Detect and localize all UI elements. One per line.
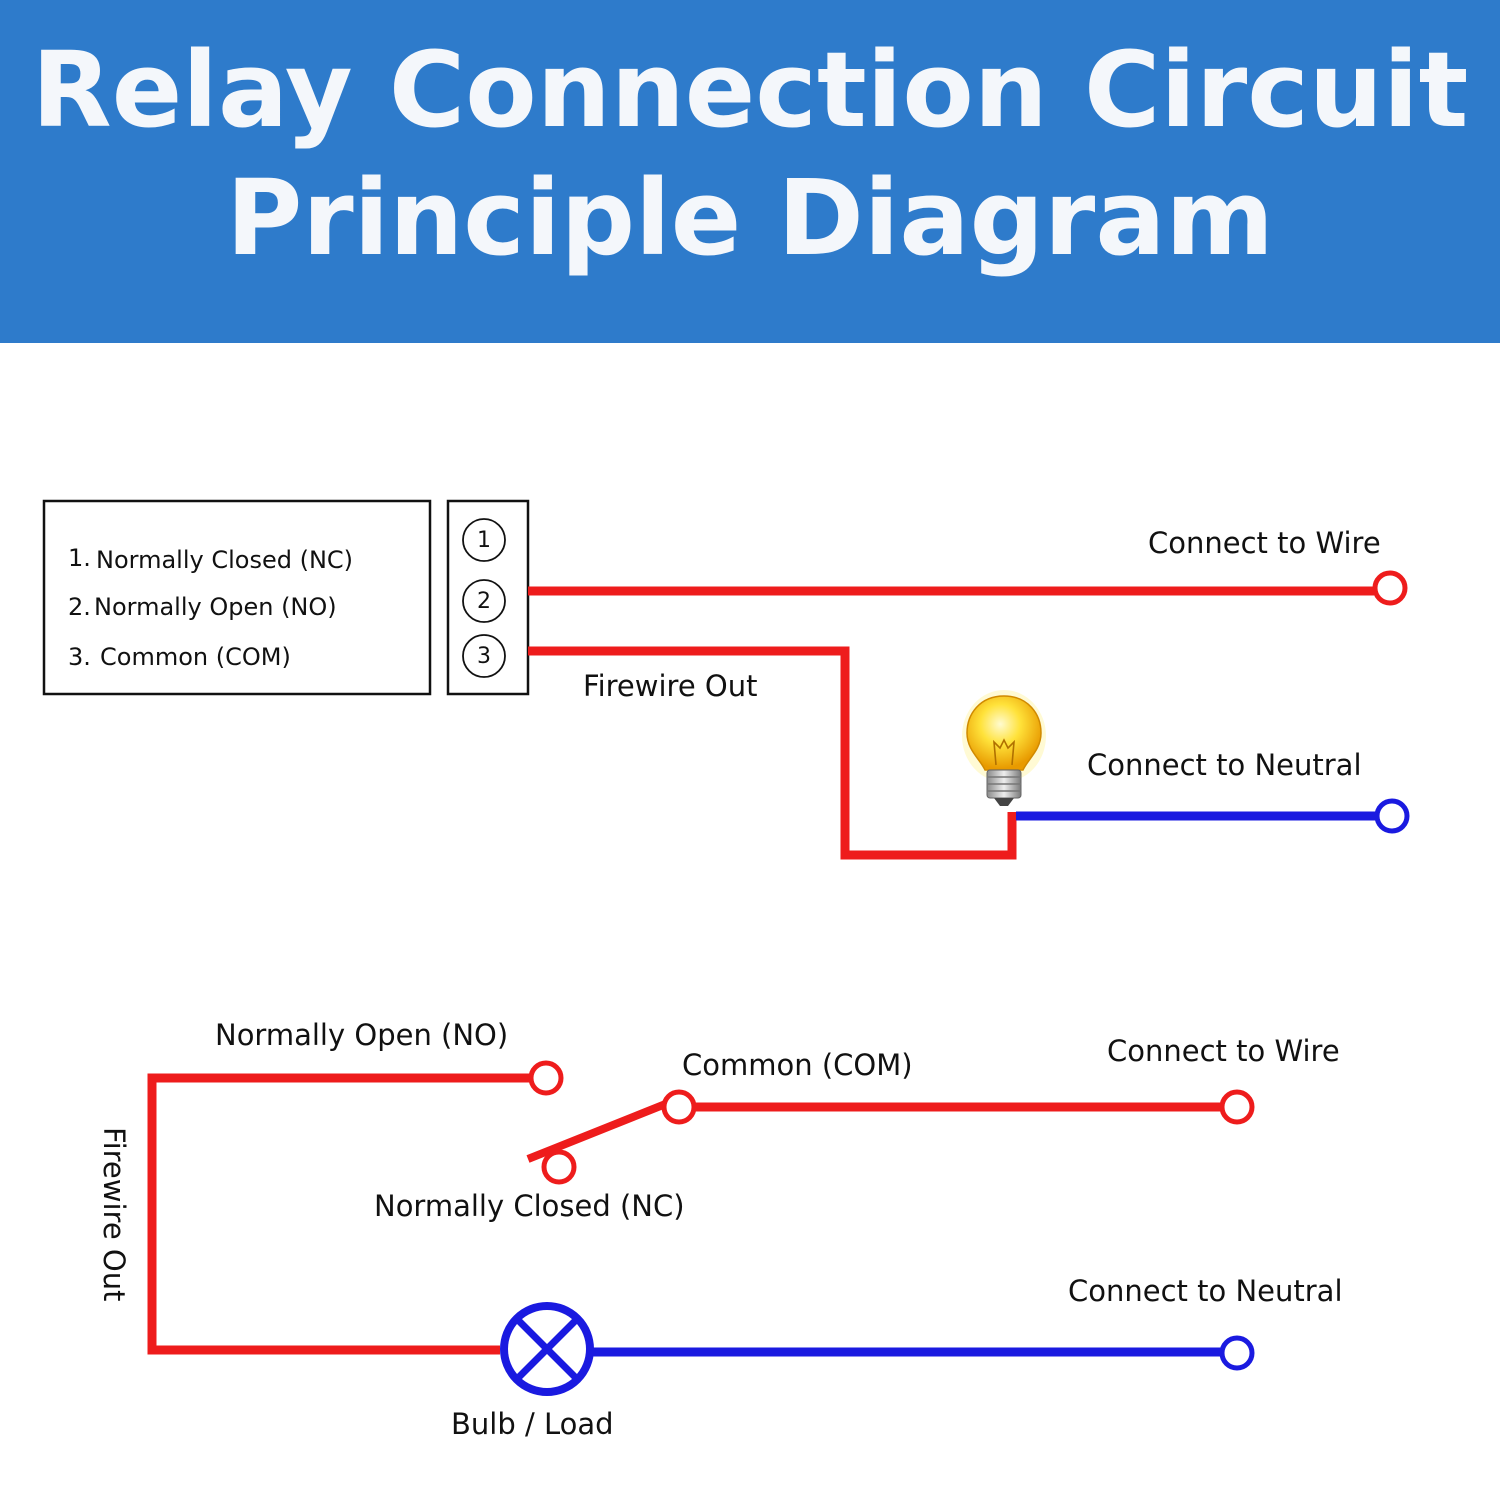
bottom-connect-wire-label: Connect to Wire	[1107, 1034, 1340, 1068]
top-neutral-terminal	[1374, 798, 1410, 834]
bottom-common-label: Common (COM)	[682, 1048, 913, 1082]
bottom-firewire-out-wire	[147, 1073, 530, 1355]
lamp-symbol-icon	[500, 1302, 594, 1396]
terminal-1-label: 1	[477, 528, 491, 553]
terminal-2-label: 2	[477, 589, 491, 614]
bottom-neutral-terminal	[1219, 1335, 1255, 1371]
bottom-wire-terminal	[1219, 1089, 1255, 1125]
nc-contact-terminal	[541, 1149, 577, 1185]
top-firewire-out-wire	[528, 646, 1017, 860]
top-connect-wire-label: Connect to Wire	[1148, 526, 1381, 560]
light-bulb-icon	[962, 690, 1046, 806]
top-firewire-out-label: Firewire Out	[583, 669, 757, 703]
bottom-circuit: Normally Open (NO) Normally Closed (NC) …	[97, 1018, 1343, 1441]
terminal-1-circle	[462, 518, 506, 562]
legend-num-2: 2.	[68, 593, 91, 621]
top-circuit: Connect to Wire Firewire Out Connect to …	[528, 526, 1410, 860]
title-line-1: Relay Connection Circuit	[31, 29, 1469, 151]
legend-num-3: 3.	[68, 643, 91, 671]
bottom-connect-neutral-label: Connect to Neutral	[1068, 1274, 1343, 1308]
bottom-firewire-out-label: Firewire Out	[97, 1127, 131, 1301]
bottom-normally-closed-label: Normally Closed (NC)	[374, 1189, 685, 1223]
legend-label-no: Normally Open (NO)	[94, 593, 337, 621]
title-line-2: Principle Diagram	[226, 157, 1274, 279]
title-banner: Relay Connection Circuit Principle Diagr…	[0, 0, 1500, 343]
terminal-legend: 1. Normally Closed (NC) 2. Normally Open…	[42, 499, 432, 696]
legend-num-1: 1.	[68, 544, 91, 572]
com-contact-terminal	[661, 1089, 697, 1125]
top-wire-terminal	[1372, 570, 1408, 606]
terminal-3-label: 3	[477, 644, 491, 669]
terminal-block: 1 2 3	[446, 499, 530, 696]
terminal-2-circle	[462, 579, 506, 623]
relay-switch-arm	[526, 1099, 670, 1163]
terminal-3-circle	[462, 634, 506, 678]
bottom-normally-open-label: Normally Open (NO)	[215, 1018, 508, 1052]
legend-label-nc: Normally Closed (NC)	[96, 546, 353, 574]
no-contact-terminal	[528, 1060, 564, 1096]
top-connect-neutral-label: Connect to Neutral	[1087, 748, 1362, 782]
bottom-bulb-load-label: Bulb / Load	[451, 1407, 614, 1441]
legend-box	[42, 499, 432, 696]
legend-label-com: Common (COM)	[100, 643, 291, 671]
